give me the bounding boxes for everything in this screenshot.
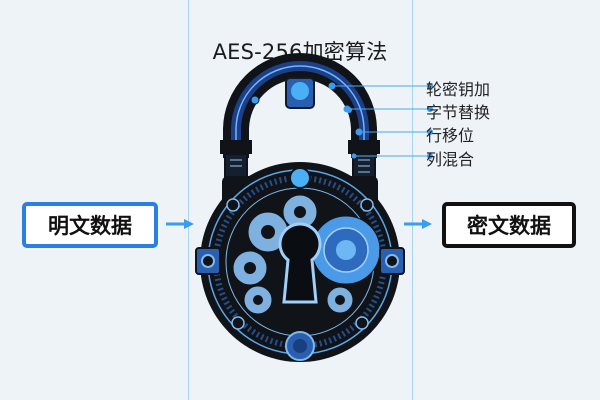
ciphertext-box: 密文数据: [442, 202, 576, 248]
step-add-round-key: 轮密钥加: [426, 80, 491, 99]
step-shift-rows: 行移位: [426, 126, 475, 145]
step-sub-bytes: 字节替换: [426, 103, 491, 122]
guide-line-left: [188, 0, 189, 400]
arrow-right-icon: [166, 219, 194, 229]
ciphertext-label: 密文数据: [467, 214, 551, 238]
plaintext-box: 明文数据: [22, 202, 158, 248]
step-mix-columns: 列混合: [426, 150, 475, 169]
arrow-right-icon: [404, 219, 432, 229]
plaintext-label: 明文数据: [48, 214, 132, 238]
guide-line-right: [412, 0, 413, 400]
